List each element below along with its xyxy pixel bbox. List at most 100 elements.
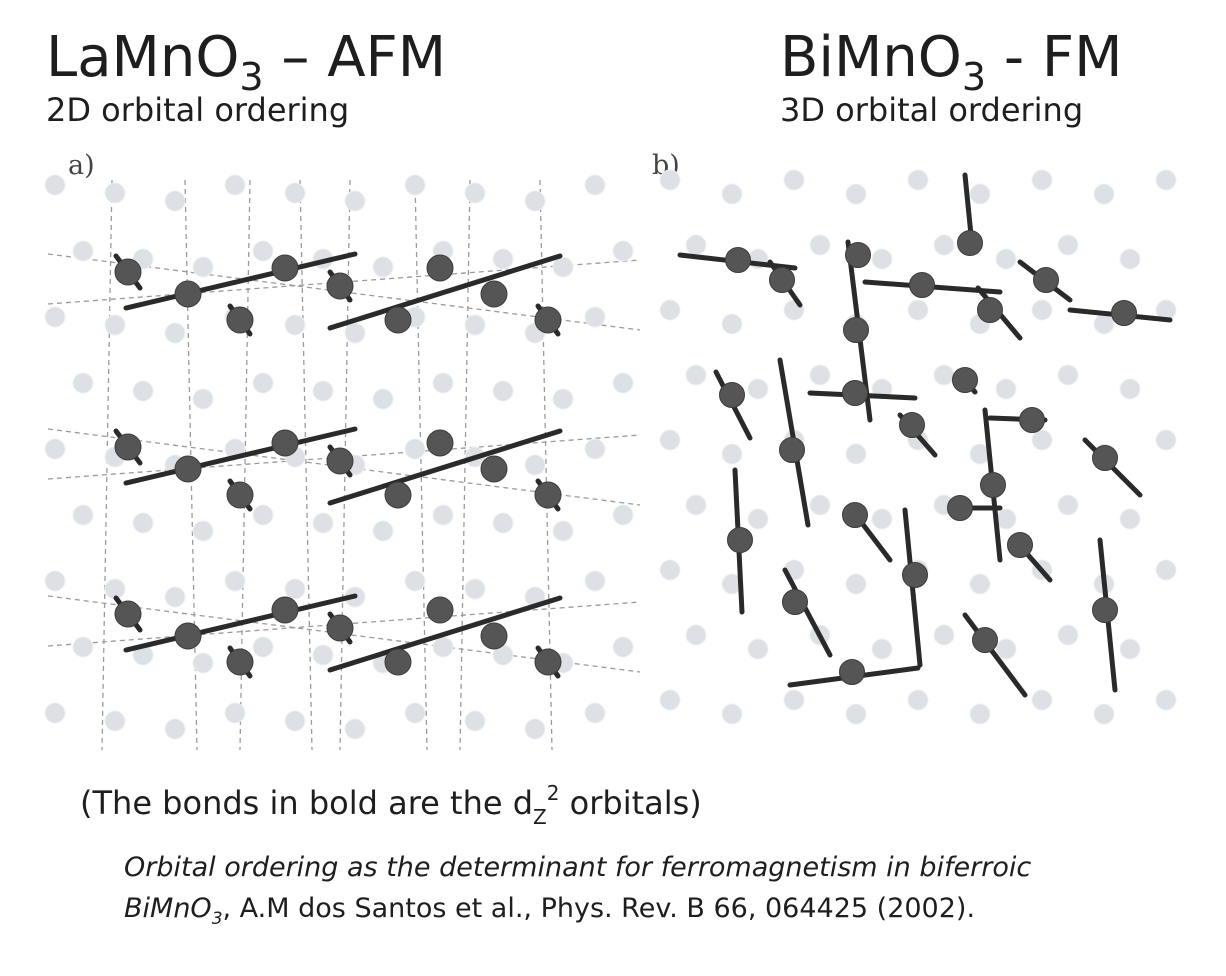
oxygen-atom — [312, 644, 334, 666]
panel-b-title: BiMnO3 - FM — [780, 30, 1122, 97]
oxygen-atom — [1031, 429, 1053, 451]
oxygen-atom — [969, 573, 991, 595]
oxygen-atom — [685, 234, 707, 256]
oxygen-atom — [1093, 183, 1115, 205]
oxygen-atom — [224, 174, 246, 196]
oxygen-atom — [871, 508, 893, 530]
citation-title-line1: Orbital ordering as the determinant for … — [124, 852, 1032, 883]
oxygen-atom — [372, 520, 394, 542]
note-prefix: (The bonds in bold are the d — [80, 784, 534, 822]
oxygen-atom — [584, 438, 606, 460]
note-superscript: 2 — [546, 781, 560, 805]
oxygen-atom — [312, 380, 334, 402]
manganese-atom — [384, 306, 412, 334]
note-suffix: orbitals) — [559, 784, 702, 822]
dz2-orbital-bond — [123, 593, 358, 653]
oxygen-atom — [1119, 378, 1141, 400]
manganese-atom — [480, 622, 508, 650]
oxygen-atom — [1031, 299, 1053, 321]
manganese-atom — [947, 495, 973, 521]
oxygen-atom — [721, 313, 743, 335]
oxygen-atom — [995, 638, 1017, 660]
manganese-atom — [326, 614, 354, 642]
manganese-atom — [725, 247, 751, 273]
manganese-atom — [426, 596, 454, 624]
oxygen-atom — [404, 702, 426, 724]
citation-reference: , A.M dos Santos et al., Phys. Rev. B 66… — [222, 892, 976, 924]
oxygen-atom — [404, 438, 426, 460]
manganese-atom — [980, 472, 1006, 498]
manganese-atom — [426, 429, 454, 457]
oxygen-atom — [552, 256, 574, 278]
oxygen-atom — [312, 512, 334, 534]
manganese-atom — [226, 306, 254, 334]
note-subscript: Z — [533, 805, 547, 829]
oxygen-atom — [747, 378, 769, 400]
oxygen-atom — [1093, 313, 1115, 335]
oxygen-atom — [783, 689, 805, 711]
oxygen-atom — [933, 364, 955, 386]
oxygen-atom — [284, 578, 306, 600]
oxygen-atom — [552, 520, 574, 542]
oxygen-atom — [1155, 689, 1177, 711]
manganese-atom — [114, 258, 142, 286]
panel-a-label: a) — [68, 150, 95, 181]
dz2-orbital-bond — [782, 567, 833, 658]
oxygen-atom — [659, 429, 681, 451]
oxygen-atom — [492, 248, 514, 270]
manganese-atom — [842, 380, 868, 406]
oxygen-atom — [72, 240, 94, 262]
oxygen-atom — [404, 570, 426, 592]
manganese-atom — [842, 502, 868, 528]
panel-b-title-formula: BiMnO — [780, 25, 962, 90]
oxygen-atom — [252, 372, 274, 394]
oxygen-atom — [1155, 559, 1177, 581]
oxygen-atom — [344, 322, 366, 344]
oxygen-atom — [612, 504, 634, 526]
oxygen-atom — [1057, 234, 1079, 256]
oxygen-atom — [969, 183, 991, 205]
oxygen-atom — [685, 624, 707, 646]
oxygen-atom — [721, 183, 743, 205]
manganese-atom — [1092, 445, 1118, 471]
oxygen-atom — [721, 443, 743, 465]
dz2-orbital-bond — [123, 251, 358, 311]
panel-a-subtitle: 2D orbital ordering — [46, 91, 350, 129]
oxygen-atom — [721, 703, 743, 725]
oxygen-atom — [809, 364, 831, 386]
manganese-atom — [271, 596, 299, 624]
manganese-atom — [384, 648, 412, 676]
oxygen-atom — [44, 438, 66, 460]
oxygen-atom — [372, 256, 394, 278]
panel-a-title: LaMnO3 – AFM — [46, 30, 446, 97]
oxygen-atom — [284, 182, 306, 204]
oxygen-atom — [845, 183, 867, 205]
oxygen-atom — [907, 169, 929, 191]
oxygen-atom — [252, 504, 274, 526]
manganese-atom — [839, 659, 865, 685]
oxygen-atom — [612, 636, 634, 658]
manganese-atom — [534, 306, 562, 334]
panel-b-subtitle: 3D orbital ordering — [780, 91, 1084, 129]
oxygen-atom — [404, 174, 426, 196]
manganese-atom — [226, 481, 254, 509]
oxygen-atom — [659, 299, 681, 321]
oxygen-atom — [907, 689, 929, 711]
oxygen-atom — [284, 710, 306, 732]
oxygen-atom — [995, 378, 1017, 400]
oxygen-atom — [659, 559, 681, 581]
oxygen-atom — [685, 364, 707, 386]
manganese-atom — [1007, 532, 1033, 558]
oxygen-atom — [164, 586, 186, 608]
panel-b-title-phase: - FM — [986, 25, 1123, 90]
oxygen-atom — [1093, 703, 1115, 725]
oxygen-atom — [933, 234, 955, 256]
manganese-atom — [426, 254, 454, 282]
oxygen-atom — [995, 248, 1017, 270]
manganese-atom — [1111, 300, 1137, 326]
oxygen-atom — [1119, 248, 1141, 270]
oxygen-atom — [871, 248, 893, 270]
oxygen-atom — [432, 504, 454, 526]
oxygen-atom — [747, 508, 769, 530]
